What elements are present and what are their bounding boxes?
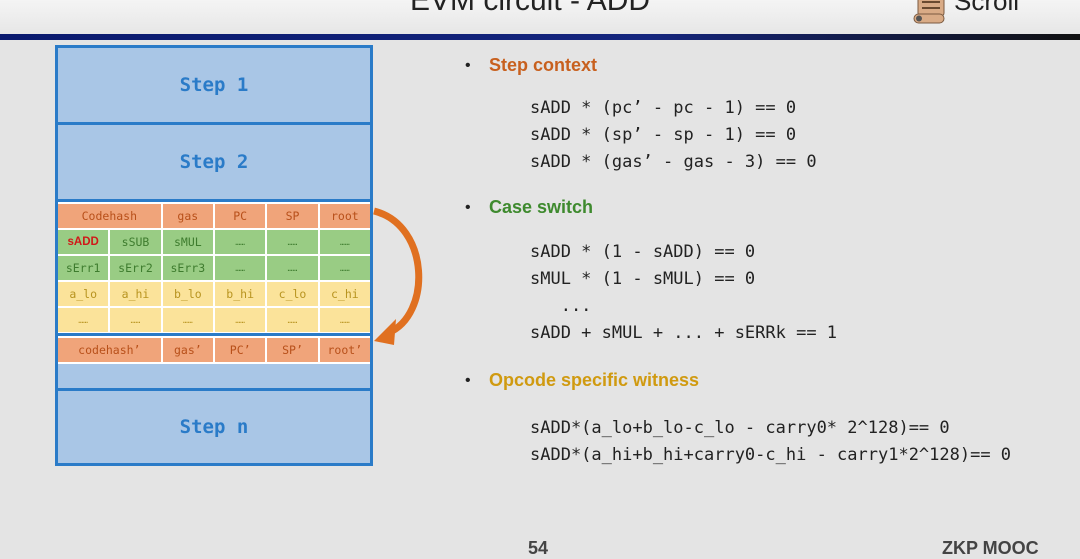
- bullet: •: [465, 199, 471, 216]
- slide-header: [0, 0, 1080, 36]
- code-line: sADD * (1 - sADD) == 0: [530, 242, 756, 262]
- cell: ……: [267, 256, 318, 280]
- cell: a_lo: [58, 282, 109, 306]
- cell: ……: [58, 308, 109, 332]
- cell: c_hi: [319, 282, 370, 306]
- cell: ……: [267, 308, 318, 332]
- cell: sErr2: [110, 256, 161, 280]
- cell-sadd: sADD: [58, 230, 109, 254]
- section-heading: Step context: [489, 55, 598, 75]
- cell: ……: [267, 230, 318, 254]
- cell: sErr1: [58, 256, 109, 280]
- code-block: sADD * (1 - sADD) == 0 sMUL * (1 - sMUL) …: [530, 239, 837, 347]
- footer-course: ZKP MOOC: [942, 538, 1039, 558]
- step-2: Step 2: [58, 125, 370, 202]
- cell: b_hi: [214, 282, 266, 306]
- page-number: 54: [528, 538, 549, 558]
- cell: ……: [319, 230, 370, 254]
- cell: ……: [110, 308, 161, 332]
- logo-text: Scroll: [954, 0, 1020, 16]
- code-line: sADD*(a_hi+b_hi+carry0-c_hi - carry1*2^1…: [530, 445, 1012, 465]
- code-line: sADD * (sp’ - sp - 1) == 0: [530, 125, 797, 145]
- cell: sErr3: [162, 256, 213, 280]
- bullet: •: [465, 372, 471, 389]
- code-line: ...: [530, 296, 592, 316]
- cell: sMUL: [162, 230, 213, 254]
- next-step-row: codehash’ gas’ PC’ SP’ root’: [58, 336, 370, 364]
- section-heading: Case switch: [489, 197, 594, 217]
- cell: Codehash: [58, 204, 161, 228]
- cell: PC: [214, 204, 266, 228]
- code-line: sADD + sMUL + ... + sERRk == 1: [530, 323, 838, 343]
- cell: gas’: [162, 338, 213, 362]
- code-block: sADD * (pc’ - pc - 1) == 0 sADD * (sp’ - …: [530, 95, 817, 176]
- cell: ……: [319, 308, 370, 332]
- cell: root: [319, 204, 370, 228]
- slide-title: EVM circuit - ADD: [410, 0, 651, 17]
- bullet: •: [465, 57, 471, 74]
- code-block: sADD*(a_lo+b_lo-c_lo - carry0* 2^128)== …: [530, 415, 1011, 469]
- evm-step-diagram: Step 1 Step 2 Codehash gas PC SP root sA…: [55, 45, 373, 466]
- cell: ……: [214, 308, 266, 332]
- code-line: sADD*(a_lo+b_lo-c_lo - carry0* 2^128)== …: [530, 418, 950, 438]
- cell: a_hi: [110, 282, 161, 306]
- cell: ……: [214, 230, 266, 254]
- scroll-logo-icon: [913, 0, 945, 24]
- transition-arrow-icon: [372, 207, 423, 345]
- cell: SP’: [267, 338, 318, 362]
- cell: PC’: [214, 338, 266, 362]
- cell: sSUB: [110, 230, 161, 254]
- header-divider: [0, 34, 1080, 40]
- cell: ……: [319, 256, 370, 280]
- cell: gas: [162, 204, 213, 228]
- step-1: Step 1: [58, 48, 370, 125]
- cell: SP: [267, 204, 318, 228]
- step-n: Step n: [58, 388, 370, 463]
- cell: c_lo: [267, 282, 318, 306]
- code-line: sMUL * (1 - sMUL) == 0: [530, 269, 756, 289]
- cell: codehash’: [58, 338, 161, 362]
- cell: b_lo: [162, 282, 213, 306]
- code-line: sADD * (gas’ - gas - 3) == 0: [530, 152, 817, 172]
- code-line: sADD * (pc’ - pc - 1) == 0: [530, 98, 797, 118]
- cell: root’: [319, 338, 370, 362]
- step-table: Codehash gas PC SP root sADD sSUB sMUL ……: [58, 202, 370, 336]
- section-heading: Opcode specific witness: [489, 370, 700, 390]
- cell: ……: [214, 256, 266, 280]
- cell: ……: [162, 308, 213, 332]
